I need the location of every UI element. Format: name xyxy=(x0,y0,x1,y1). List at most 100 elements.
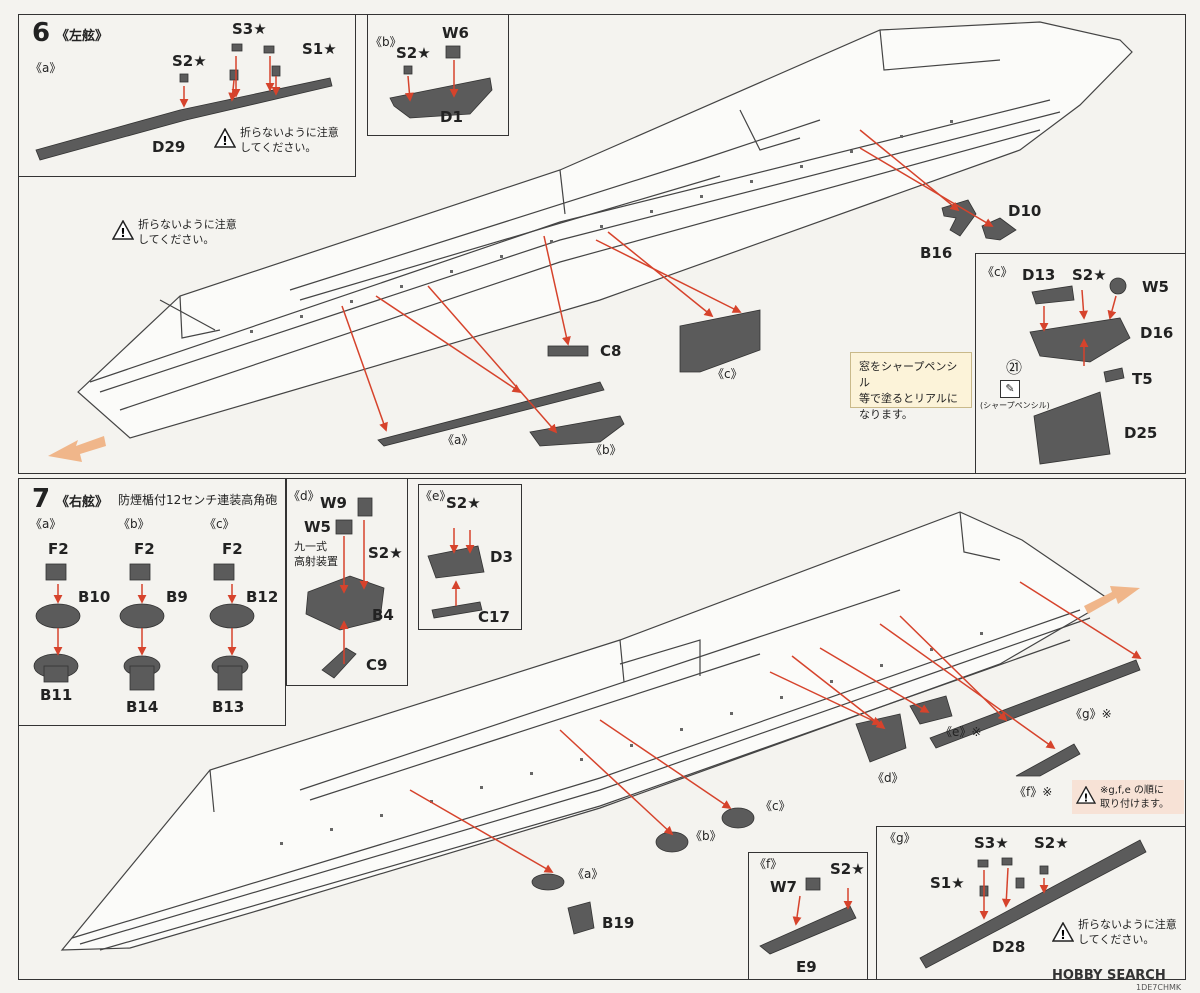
step7-sub-f-tag: 《f》 xyxy=(754,857,783,871)
step6-title: 《左舷》 xyxy=(56,29,109,44)
step7-direction-arrow xyxy=(1084,586,1140,614)
step6-number: 6 xyxy=(32,18,51,48)
step6-label-d10: D10 xyxy=(1008,202,1042,220)
step6-tip: 窓をシャープペンシル 等で塗るとリアルに なります。 xyxy=(850,352,972,421)
svg-text:!: ! xyxy=(120,226,125,240)
step7-sub-g-d28: D28 xyxy=(992,938,1026,956)
step6-label-c8: C8 xyxy=(600,342,622,360)
warning-icon: ! xyxy=(111,219,135,244)
step6-sub-b-s2: S2★ xyxy=(396,44,431,62)
step7-label-b: 《b》 xyxy=(690,829,722,843)
step6-sub-c-s2: S2★ xyxy=(1072,266,1107,284)
step7-sub-d-s2: S2★ xyxy=(368,544,403,562)
step7-sub-g-s2: S2★ xyxy=(1034,834,1069,852)
part-c-assembly xyxy=(679,309,761,373)
step7-sub-d-c9: C9 xyxy=(366,656,388,674)
step6-sub-a-warn: 折らないように注意 してください。 xyxy=(240,126,339,154)
step6-direction-arrow xyxy=(48,436,106,462)
step6-sub-a-s2: S2★ xyxy=(172,52,207,70)
step7-label-e: 《e》※ xyxy=(940,725,982,739)
step7-label-g: 《g》※ xyxy=(1070,707,1112,721)
step7-sub-d-tag: 《d》 xyxy=(288,489,320,503)
warning-icon: ! xyxy=(1075,785,1097,808)
step6-warn-main: 折らないように注意 してください。 xyxy=(138,218,237,246)
svg-text:!: ! xyxy=(1084,791,1089,804)
step7-sub-e-frame xyxy=(418,484,522,630)
warning-icon: ! xyxy=(213,127,237,152)
step7-sub-e-s2: S2★ xyxy=(446,494,481,512)
step7-label-c: 《c》 xyxy=(760,799,791,813)
step6-sub-c-d16: D16 xyxy=(1140,324,1174,342)
step7-arrows xyxy=(53,520,1142,926)
step7-sub-f-parts xyxy=(759,877,857,955)
step7-sub-e-c17: C17 xyxy=(478,608,510,626)
step6-sub-b-tag: 《b》 xyxy=(370,35,402,49)
step6-arrows xyxy=(179,56,1117,434)
svg-text:!: ! xyxy=(1060,928,1065,942)
svg-text:!: ! xyxy=(222,134,227,148)
step6-sub-b-parts xyxy=(389,45,493,119)
step6-sub-a-frame xyxy=(18,14,356,177)
step7-label-d: 《d》 xyxy=(872,771,904,785)
step6-sub-c-parts xyxy=(1029,277,1131,465)
step6-parts xyxy=(377,199,1017,447)
step7-sub-e-tag: 《e》 xyxy=(420,489,452,503)
step7-frame xyxy=(18,478,1186,980)
step7-title: 《右舷》 xyxy=(56,495,109,510)
step7-sub-a-f2: F2 xyxy=(48,540,69,558)
step6-label-c: 《c》 xyxy=(712,367,743,381)
step7-sub-g-tag: 《g》 xyxy=(884,831,916,845)
warning-icon: ! xyxy=(1051,921,1075,946)
part-a-rail xyxy=(377,381,605,447)
step6-sub-b-frame xyxy=(367,14,509,136)
step7-sub-a-b10: B10 xyxy=(78,588,111,606)
step6-sub-c-t5: T5 xyxy=(1132,370,1153,388)
product-code: 1DE7CHMK xyxy=(1136,983,1182,992)
step7-sub-c-b12: B12 xyxy=(246,588,279,606)
step6-label-a: 《a》 xyxy=(442,433,474,447)
step7-sub-g-parts xyxy=(919,839,1147,969)
step7-sub-g-s1: S1★ xyxy=(930,874,965,892)
step6-sub-a-s1: S1★ xyxy=(302,40,337,58)
step6-sub-a-parts xyxy=(35,43,333,161)
step7-sub-c-tag: 《c》 xyxy=(204,517,235,531)
step7-sub-d-b4: B4 xyxy=(372,606,394,624)
pencil-icon: ✎ xyxy=(1000,380,1020,398)
step6-sub-c-d13: D13 xyxy=(1022,266,1056,284)
part-b16 xyxy=(941,199,977,237)
step6-sub-c-w5: W5 xyxy=(1142,278,1169,296)
step6-portholes xyxy=(250,120,953,333)
step7-gun-parts xyxy=(33,563,255,691)
step7-sub-e-parts xyxy=(427,545,485,619)
brand-watermark: HOBBY SEARCH xyxy=(1052,968,1166,983)
step7-subtitle: 防煙楯付12センチ連装高角砲 xyxy=(118,493,278,507)
step6-sub-a-d29: D29 xyxy=(152,138,186,156)
step6-sub-c-d25: D25 xyxy=(1124,424,1158,442)
step7-sub-c-b13: B13 xyxy=(212,698,245,716)
step7-sub-g-warn: 折らないように注意 してください。 xyxy=(1078,918,1177,946)
step7-label-f: 《f》※ xyxy=(1014,785,1053,799)
step6-sub-c-frame xyxy=(975,253,1186,474)
step7-sub-b-f2: F2 xyxy=(134,540,155,558)
step6-sub-c-tag: 《c》 xyxy=(982,265,1013,279)
step7-sub-e-d3: D3 xyxy=(490,548,513,566)
step7-sub-a-tag: 《a》 xyxy=(30,517,62,531)
step7-sub-g-frame xyxy=(876,826,1186,980)
step7-guns-frame xyxy=(18,478,286,726)
step6-frame xyxy=(18,14,1186,474)
step7-sub-f-frame xyxy=(748,852,868,980)
step6-sub-a-s3: S3★ xyxy=(232,20,267,38)
step6-label-b: 《b》 xyxy=(590,443,622,457)
step6-sub-c-circ21: ㉑ xyxy=(1006,358,1023,377)
step7-sub-d-w9: W9 xyxy=(320,494,347,512)
step7-sub-g-s3: S3★ xyxy=(974,834,1009,852)
step7-sub-f-w7: W7 xyxy=(770,878,797,896)
step7-sub-f-s2: S2★ xyxy=(830,860,865,878)
step6-hull xyxy=(77,21,1133,439)
step7-sub-b-b9: B9 xyxy=(166,588,188,606)
step7-label-a: 《a》 xyxy=(572,867,604,881)
step7-portholes xyxy=(280,632,983,845)
step6-label-b16: B16 xyxy=(920,244,953,262)
step7-sub-b-b14: B14 xyxy=(126,698,159,716)
